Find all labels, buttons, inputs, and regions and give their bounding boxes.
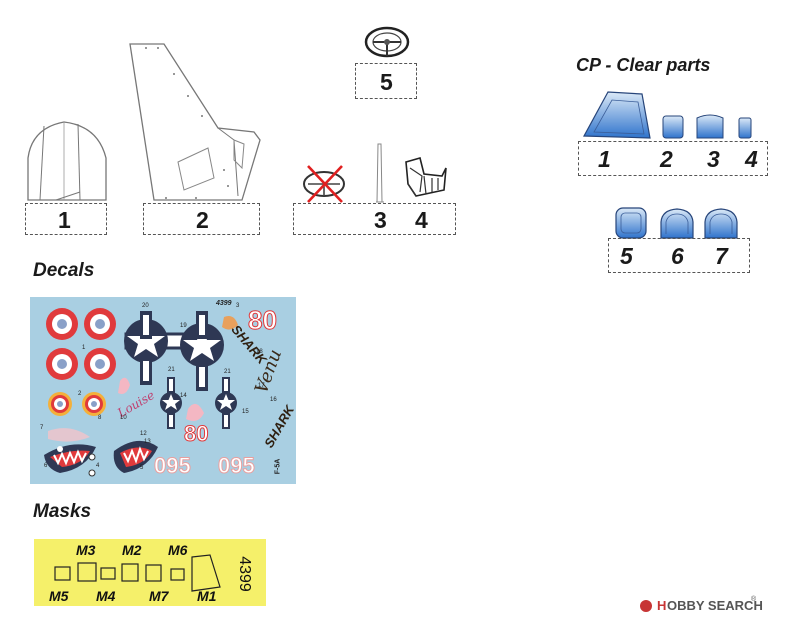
mask-sheet-code: 4399 (235, 556, 253, 592)
part-2-number: 2 (196, 207, 209, 233)
pinup-decal-left (118, 377, 130, 394)
watermark-registered: ® (751, 596, 757, 603)
clear-part-1-number: 1 (598, 146, 611, 172)
hobby-search-watermark: H OBBY SEARCH ® (640, 596, 796, 618)
mask-sheet: M3 M2 M6 M5 M4 M7 M1 4399 (34, 539, 266, 606)
part-3-number: 3 (374, 207, 387, 233)
pinup-decal-right (222, 316, 238, 330)
decal-number: 16 (270, 397, 277, 403)
clear-part-6-number: 6 (671, 243, 684, 269)
decal-number: 21 (168, 367, 175, 373)
part-4-number: 4 (415, 207, 428, 233)
clear-parts-row1-box (578, 141, 768, 176)
decal-number: 4 (96, 463, 100, 469)
clear-part-4-number: 4 (745, 146, 758, 172)
hobby-search-logo-icon (640, 600, 652, 612)
decal-number: 7 (40, 425, 44, 431)
clear-part-2-number: 2 (660, 146, 673, 172)
part-2-drawing (129, 43, 261, 201)
clear-part-4 (738, 117, 752, 139)
decal-number: 21 (224, 369, 231, 375)
decal-number: 10 (120, 415, 127, 421)
decal-number: 5 (140, 465, 144, 471)
mask-label-m1: M1 (197, 588, 217, 604)
part-5-box (355, 63, 417, 99)
decal-number: 14 (180, 393, 187, 399)
clear-part-1-canopy (583, 91, 651, 139)
part-2-box (143, 203, 260, 235)
masks-title: Masks (33, 501, 92, 522)
mask-label-m5: M5 (49, 588, 69, 604)
clear-part-2 (662, 115, 684, 139)
decal-number: 18 (256, 349, 263, 355)
clear-part-3-number: 3 (707, 146, 720, 172)
part-4-drawing (405, 157, 447, 197)
clear-part-5-number: 5 (620, 243, 633, 269)
mask-label-m2: M2 (122, 542, 142, 558)
decal-number: 19 (180, 323, 187, 329)
decal-sheet: 4399 80 SHARK Venu Louise 80 SHARK 095 0… (30, 297, 297, 484)
decal-code-right: 095 (218, 453, 256, 479)
decal-80-top: 80 (248, 305, 278, 336)
part-1-number: 1 (58, 207, 71, 233)
decal-number: 15 (242, 409, 249, 415)
decal-number: 20 (142, 303, 149, 309)
crossed-out-part-drawing (303, 165, 345, 203)
decal-number: 6 (44, 463, 48, 469)
decals-title: Decals (33, 260, 95, 281)
decal-number: 13 (144, 439, 151, 445)
decal-sheet-code: 4399 (216, 300, 232, 307)
decal-number: 17 (258, 383, 265, 389)
decal-number: 2 (78, 391, 82, 397)
clear-parts-row2-box (608, 238, 750, 273)
decal-number: 8 (98, 415, 102, 421)
clear-parts-title: CP - Clear parts (576, 55, 711, 75)
part-1-box (25, 203, 107, 235)
decal-number: 1 (82, 345, 86, 351)
roundel-decals (46, 308, 116, 416)
mask-label-m6: M6 (168, 542, 188, 558)
mask-label-m3: M3 (76, 542, 96, 558)
small-dot-decal (88, 453, 96, 461)
watermark-h: H (657, 598, 667, 613)
decal-type: F-5A (274, 458, 282, 475)
clear-part-7-number: 7 (715, 243, 728, 269)
parts-3-4-box (293, 203, 456, 235)
decal-80-bottom: 80 (183, 421, 209, 447)
pinup-decal-center (186, 403, 204, 421)
part-5-number: 5 (380, 69, 393, 95)
mask-shapes (54, 554, 221, 592)
decal-number: 12 (140, 431, 147, 437)
clear-part-7 (704, 208, 738, 239)
part-1-drawing (27, 121, 107, 201)
decal-number: 3 (236, 303, 240, 309)
decal-code-left: 095 (154, 453, 192, 479)
decal-sheet-artwork (44, 308, 238, 477)
watermark-text: OBBY SEARCH (667, 598, 763, 613)
clear-part-5 (615, 207, 647, 239)
clear-part-6 (660, 208, 694, 239)
mask-label-m7: M7 (149, 588, 169, 604)
eagle-decal (48, 428, 90, 442)
part-5-drawing (364, 26, 410, 58)
shark-mouth-decals (44, 440, 158, 473)
mask-label-m4: M4 (96, 588, 116, 604)
us-star-decals (124, 311, 237, 429)
clear-part-3 (696, 114, 724, 139)
part-3-drawing (376, 143, 384, 203)
